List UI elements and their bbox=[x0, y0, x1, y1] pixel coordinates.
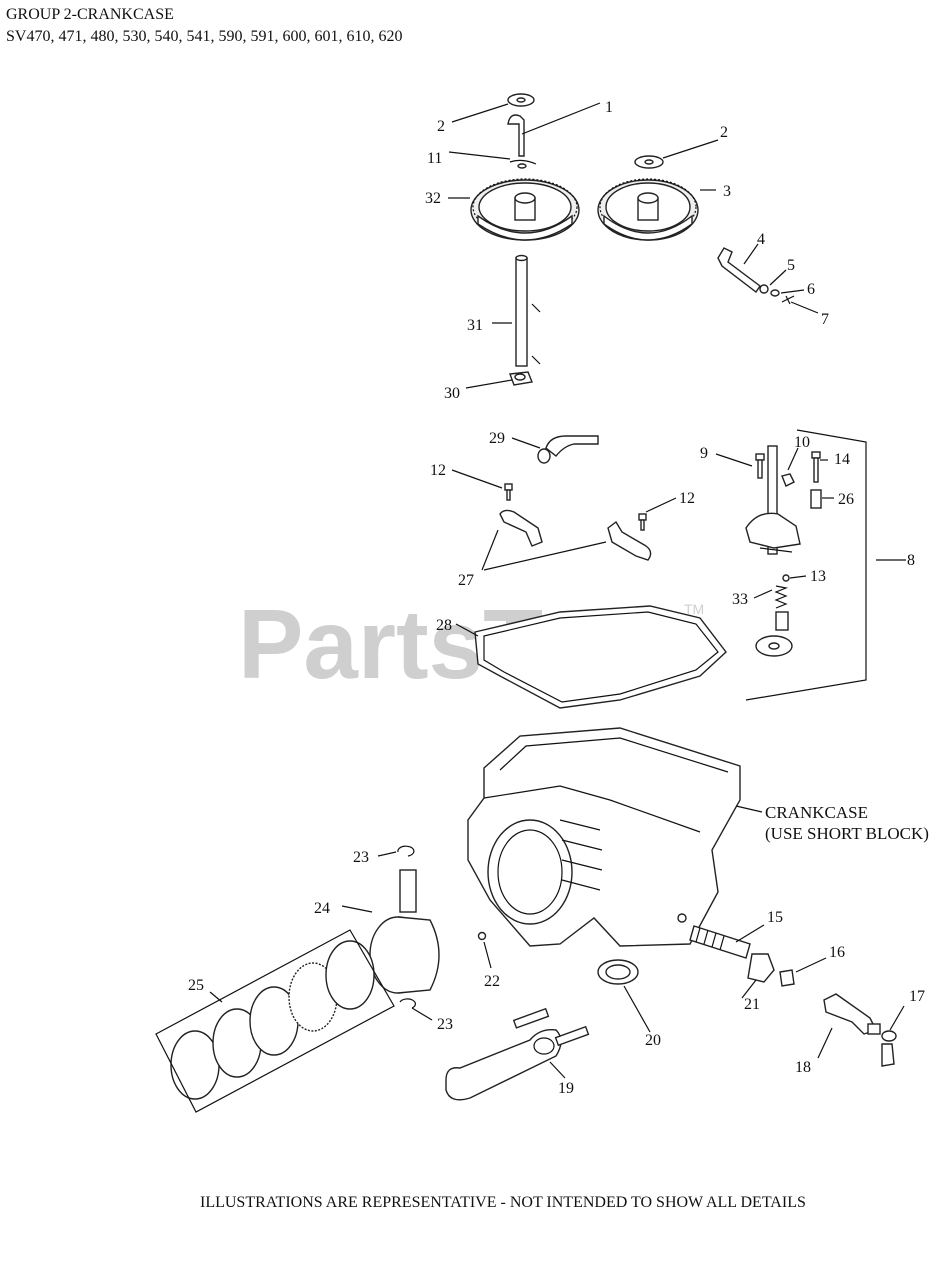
label-4: 4 bbox=[757, 231, 765, 248]
oil-pump-assembly-8[interactable] bbox=[745, 445, 801, 555]
label-3: 3 bbox=[723, 183, 731, 200]
label-12b: 12 bbox=[679, 490, 695, 507]
label-14: 14 bbox=[834, 451, 850, 468]
oil-drain-valve-18[interactable] bbox=[823, 993, 881, 1035]
disclaimer: ILLUSTRATIONS ARE REPRESENTATIVE - NOT I… bbox=[200, 1194, 806, 1211]
washer-5[interactable] bbox=[759, 284, 769, 294]
piston-ring-set-25[interactable] bbox=[155, 929, 395, 1113]
label-26: 26 bbox=[838, 491, 854, 508]
label-21: 21 bbox=[744, 996, 760, 1013]
label-13: 13 bbox=[810, 568, 826, 585]
washer-2a[interactable] bbox=[507, 93, 535, 107]
watermark-tm: TM bbox=[684, 601, 704, 617]
label-18: 18 bbox=[795, 1059, 811, 1076]
label-2b: 2 bbox=[720, 124, 728, 141]
label-6: 6 bbox=[807, 281, 815, 298]
adapter-21[interactable] bbox=[747, 953, 775, 983]
label-17: 17 bbox=[909, 988, 925, 1005]
label-23a: 23 bbox=[353, 849, 369, 866]
spring-33[interactable] bbox=[774, 585, 789, 609]
label-15: 15 bbox=[767, 909, 783, 926]
connecting-rod-19[interactable] bbox=[445, 1007, 590, 1101]
nut-10[interactable] bbox=[781, 473, 795, 487]
washer-2b[interactable] bbox=[634, 155, 664, 169]
crankcase-callout-line2: (USE SHORT BLOCK) bbox=[765, 824, 929, 843]
governor-gear-32[interactable] bbox=[470, 178, 580, 241]
crankcase-block[interactable] bbox=[467, 727, 741, 947]
label-28: 28 bbox=[436, 617, 452, 634]
governor-cross-shaft-1[interactable] bbox=[507, 114, 525, 157]
piston-24[interactable] bbox=[369, 916, 440, 994]
bushing-30[interactable] bbox=[509, 371, 533, 386]
label-7: 7 bbox=[821, 311, 829, 328]
label-9: 9 bbox=[700, 445, 708, 462]
retainer-11[interactable] bbox=[509, 159, 537, 169]
crankcase-callout-line1: CRANKCASE bbox=[765, 803, 868, 822]
circlip-23a[interactable] bbox=[397, 845, 415, 857]
model-list: SV470, 471, 480, 530, 540, 541, 590, 591… bbox=[6, 28, 403, 45]
screw-12b[interactable] bbox=[638, 513, 647, 531]
label-25: 25 bbox=[188, 977, 204, 994]
screw-12a[interactable] bbox=[504, 483, 513, 501]
sleeve-26[interactable] bbox=[810, 489, 822, 509]
oil-seal-20[interactable] bbox=[597, 959, 639, 985]
ball-13[interactable] bbox=[782, 574, 790, 582]
oil-pickup-29[interactable] bbox=[537, 435, 599, 464]
label-31: 31 bbox=[467, 317, 483, 334]
pump-piston[interactable] bbox=[775, 611, 789, 631]
screw-9[interactable] bbox=[755, 453, 765, 479]
diagram-title: GROUP 2-CRANKCASE bbox=[6, 6, 174, 23]
label-23b: 23 bbox=[437, 1016, 453, 1033]
bracket-27a[interactable] bbox=[499, 509, 543, 547]
piston-pin[interactable] bbox=[399, 869, 417, 913]
label-10: 10 bbox=[794, 434, 810, 451]
screw-14[interactable] bbox=[811, 451, 821, 483]
cam-gear-3[interactable] bbox=[597, 178, 699, 241]
bracket-27b[interactable] bbox=[607, 520, 652, 561]
label-20: 20 bbox=[645, 1032, 661, 1049]
label-5: 5 bbox=[787, 257, 795, 274]
camshaft-31[interactable] bbox=[515, 254, 541, 367]
cap-17[interactable] bbox=[881, 1030, 897, 1067]
assembly-bracket-8 bbox=[745, 429, 867, 701]
label-27: 27 bbox=[458, 572, 474, 589]
governor-lever-4[interactable] bbox=[717, 247, 761, 294]
label-8: 8 bbox=[907, 552, 915, 569]
label-11: 11 bbox=[427, 150, 442, 167]
label-33: 33 bbox=[732, 591, 748, 608]
label-2a: 2 bbox=[437, 118, 445, 135]
label-30: 30 bbox=[444, 385, 460, 402]
label-19: 19 bbox=[558, 1080, 574, 1097]
label-12a: 12 bbox=[430, 462, 446, 479]
label-22: 22 bbox=[484, 973, 500, 990]
o-ring-6[interactable] bbox=[770, 289, 780, 297]
label-1: 1 bbox=[605, 99, 613, 116]
label-29: 29 bbox=[489, 430, 505, 447]
gasket-28[interactable] bbox=[474, 605, 727, 709]
label-24: 24 bbox=[314, 900, 330, 917]
pump-rotor[interactable] bbox=[755, 635, 793, 657]
leader-lines bbox=[209, 102, 906, 1079]
circlip-23b[interactable] bbox=[399, 998, 416, 1009]
plug-16[interactable] bbox=[779, 969, 795, 987]
label-16: 16 bbox=[829, 944, 845, 961]
ball-22[interactable] bbox=[477, 931, 487, 941]
pin-7[interactable] bbox=[781, 295, 795, 305]
label-32: 32 bbox=[425, 190, 441, 207]
oil-filter-nipple-15[interactable] bbox=[689, 925, 751, 959]
